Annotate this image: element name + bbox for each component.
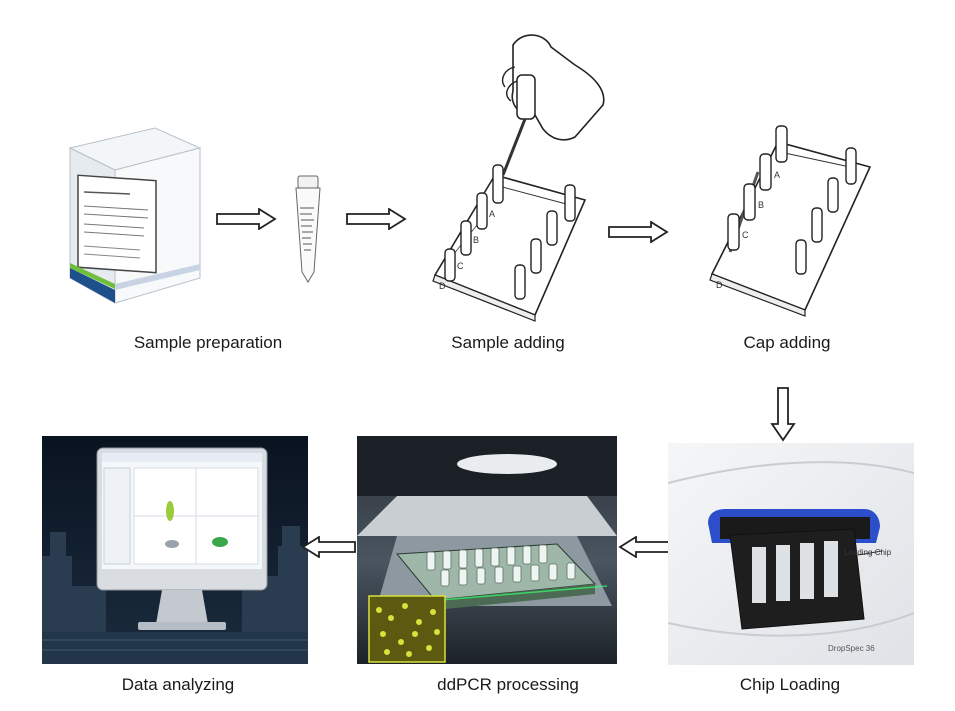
plate-well-letter: C xyxy=(742,230,749,240)
arrow-left-icon xyxy=(618,536,673,558)
chip-loading-photo: Loading Chip DropSpec 36 xyxy=(668,443,914,665)
step-label-cap-adding: Cap adding xyxy=(743,333,831,352)
plate-well-letter: B xyxy=(758,200,764,210)
step-label-sample-adding: Sample adding xyxy=(451,333,565,352)
sample-adding-illustration: A B C D xyxy=(432,34,605,322)
device-brand: DropSpec 36 xyxy=(828,644,875,653)
data-analyzing-photo xyxy=(42,436,308,664)
arrow-right-icon xyxy=(346,208,407,230)
plate-well-letter: B xyxy=(473,235,479,245)
ddpcr-processing-photo xyxy=(357,436,617,664)
plate-well-letter: A xyxy=(774,170,780,180)
plate-well-letter: C xyxy=(457,261,464,271)
arrow-right-icon xyxy=(608,221,669,243)
step-label-chip-loading: Chip Loading xyxy=(739,675,841,694)
step-label-sample-preparation: Sample preparation xyxy=(133,333,283,352)
arrow-down-icon xyxy=(770,387,796,442)
kit-box-illustration xyxy=(68,127,202,304)
sample-tube-illustration xyxy=(295,175,321,283)
step-label-ddpcr-processing: ddPCR processing xyxy=(437,675,579,694)
arrow-left-icon xyxy=(301,536,356,558)
plate-well-letter: D xyxy=(716,280,723,290)
plate-well-letter: A xyxy=(489,209,495,219)
cap-adding-illustration: A B C D xyxy=(709,125,872,317)
chip-loader-callout: Loading Chip xyxy=(844,548,892,557)
plate-well-letter: D xyxy=(439,281,446,291)
arrow-right-icon xyxy=(216,208,277,230)
step-label-data-analyzing: Data analyzing xyxy=(121,675,235,694)
